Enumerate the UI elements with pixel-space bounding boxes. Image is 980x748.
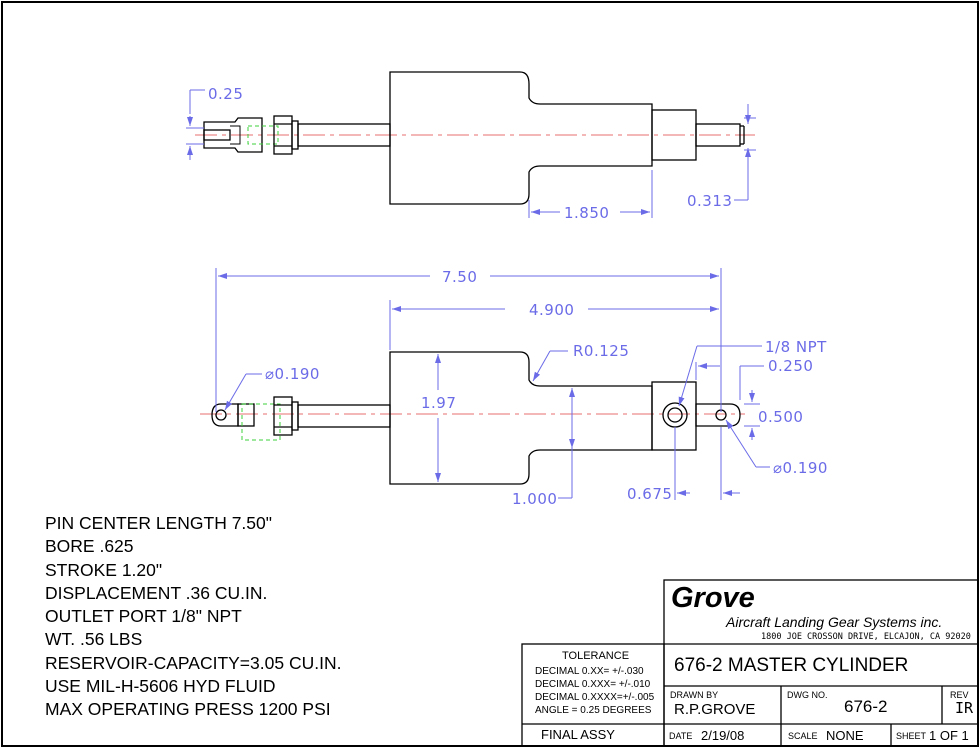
rev-label: REV — [950, 690, 969, 700]
title-block-frame — [521, 579, 979, 747]
dim-port-to-pin: 0.675 — [627, 485, 672, 503]
dimension-labels: 0.25 1.850 0.313 7.50 4.900 R0.125 1/8 N… — [208, 85, 828, 508]
note-line: PIN CENTER LENGTH 7.50" — [45, 513, 272, 533]
note-line: RESERVOIR-CAPACITY=3.05 CU.IN. — [45, 652, 342, 673]
dim-end-height: 0.500 — [758, 408, 803, 426]
drawing-title: 676-2 MASTER CYLINDER — [674, 655, 909, 676]
date-value: 2/19/08 — [701, 728, 745, 743]
bottom-view — [200, 351, 745, 485]
company-logo: Grove — [671, 582, 755, 614]
assembly-label: FINAL ASSY — [541, 727, 615, 742]
dim-top-slot: 0.25 — [208, 85, 243, 103]
tolerance-line: DECIMAL 0.XXXX=+/-.005 — [535, 692, 655, 703]
dim-neck-radius: R0.125 — [573, 342, 629, 360]
drawing-notes: PIN CENTER LENGTH 7.50" BORE .625 STROKE… — [45, 512, 341, 722]
note-line: OUTLET PORT 1/8" NPT — [45, 606, 242, 627]
dwg-no-value: 676-2 — [844, 697, 888, 716]
dim-body-length: 4.900 — [529, 301, 574, 319]
sheet-value: 1 OF 1 — [929, 728, 969, 743]
scale-label: SCALE — [788, 731, 818, 741]
scale-value: NONE — [826, 728, 864, 743]
note-line: WT. .56 LBS — [45, 629, 143, 650]
tolerance-line: DECIMAL 0.XX= +/-.030 — [535, 666, 644, 677]
dim-eye-hole-left: ⌀0.190 — [265, 365, 320, 383]
note-line: USE MIL-H-5606 HYD FLUID — [45, 676, 276, 697]
dim-top-pin: 0.313 — [687, 192, 732, 210]
note-line: MAX OPERATING PRESS 1200 PSI — [45, 699, 331, 720]
drawn-by-label: DRAWN BY — [670, 690, 719, 700]
dim-port-callout: 1/8 NPT — [765, 338, 827, 356]
dim-port-offset: 0.250 — [768, 357, 813, 375]
note-line: BORE .625 — [45, 536, 134, 557]
tolerance-line: DECIMAL 0.XXX= +/-.010 — [535, 679, 651, 690]
note-line: DISPLACEMENT .36 CU.IN. — [45, 582, 268, 603]
dim-overall-length: 7.50 — [442, 268, 477, 286]
rev-value: IR — [955, 699, 974, 717]
note-line: STROKE 1.20" — [45, 559, 163, 580]
dimensions — [186, 89, 770, 500]
top-view — [195, 71, 755, 205]
dim-top-neck-length: 1.850 — [564, 204, 609, 222]
dim-eye-hole-right: ⌀0.190 — [773, 459, 828, 477]
drawn-by-value: R.P.GROVE — [674, 701, 756, 718]
tolerance-line: ANGLE = 0.25 DEGREES — [535, 705, 652, 716]
tolerance-heading: TOLERANCE — [562, 650, 630, 662]
dim-body-height: 1.97 — [421, 394, 456, 412]
sheet-label: SHEET — [896, 731, 927, 741]
dim-neck-height: 1.000 — [512, 490, 557, 508]
company-full-name: Aircraft Landing Gear Systems inc. — [726, 614, 943, 630]
company-address: 1800 JOE CROSSON DRIVE, ELCAJON, CA 9202… — [761, 632, 971, 642]
dwg-no-label: DWG NO. — [787, 690, 828, 700]
date-label: DATE — [669, 731, 693, 741]
